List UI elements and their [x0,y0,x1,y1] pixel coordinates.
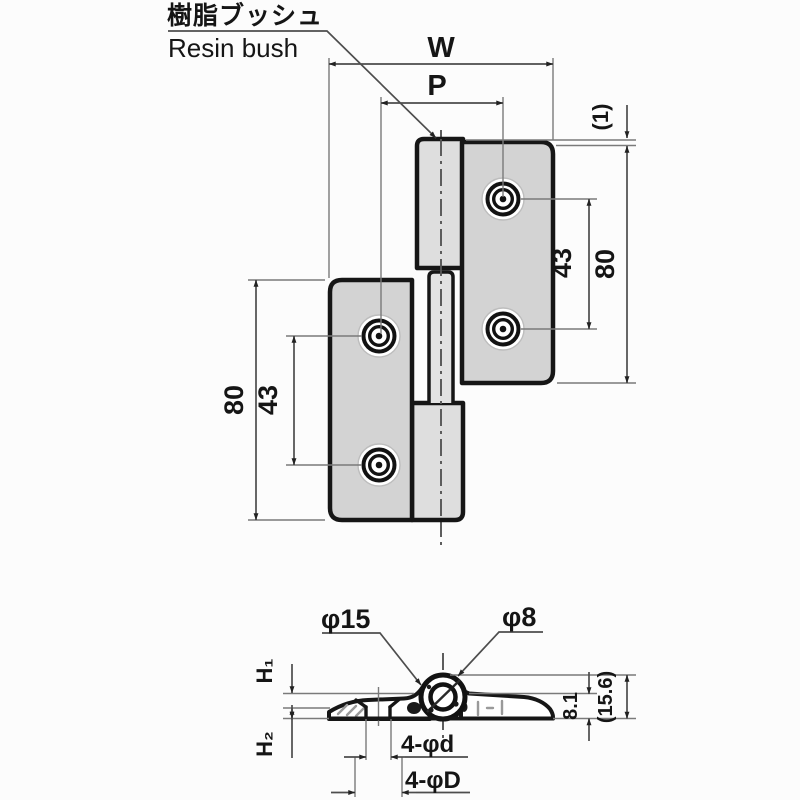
dim-label-screw-hole: 4-φd [401,731,454,758]
dim-label-width: W [427,32,455,64]
dim-label-h1: H₁ [252,659,277,684]
dim-label-countersink: 4-φD [405,767,461,794]
front-dimension-lines [253,61,630,521]
screw-hole-right-top [481,177,525,221]
dim-label-right-hole-pitch: 43 [547,248,577,278]
dim-label-left-leaf-height: 80 [219,385,249,415]
screw-hole-left-top [357,314,401,358]
right-wing [459,688,555,721]
resin-bush-leader [168,30,437,139]
dim-label-h2: H₂ [252,731,277,757]
left-wing-hidden-hatch [336,703,366,718]
dim-label-left-hole-pitch: 43 [253,385,283,415]
screw-hole-left-bottom [357,443,401,487]
dim-label-leaf-thickness: 8.1 [560,692,582,720]
dim-label-pitch: P [427,70,446,102]
countersink-section [354,697,401,720]
top-knuckle [414,136,466,271]
screw-hole-right-bottom [481,307,525,351]
front-extension-lines [248,58,636,521]
dim-label-knuckle-offset: (1) [588,104,613,131]
resin-bush-label-jp: 樹脂ブッシュ [167,1,323,30]
dim-label-overall-height: (15.6) [595,671,617,723]
right-wing-hidden-hole [476,699,504,717]
section-fill-left [407,702,421,714]
bottom-view: φ15 φ8 H₁ H₂ 8.1 (15.6) 4-φd 4-φD [252,602,636,797]
bottom-knuckle [409,400,466,523]
dim-label-right-leaf-height: 80 [590,249,620,279]
dim-label-knuckle-dia: φ15 [321,604,370,634]
dim-label-pin-dia: φ8 [502,602,536,632]
pin-dia-leader [457,631,543,677]
bush-hatching [426,679,461,713]
knuckle-dia-leader [322,632,422,686]
resin-bush-label-en: Resin bush [168,33,298,63]
front-view: 樹脂ブッシュ Resin bush W P (1) 43 80 80 43 [167,1,636,546]
